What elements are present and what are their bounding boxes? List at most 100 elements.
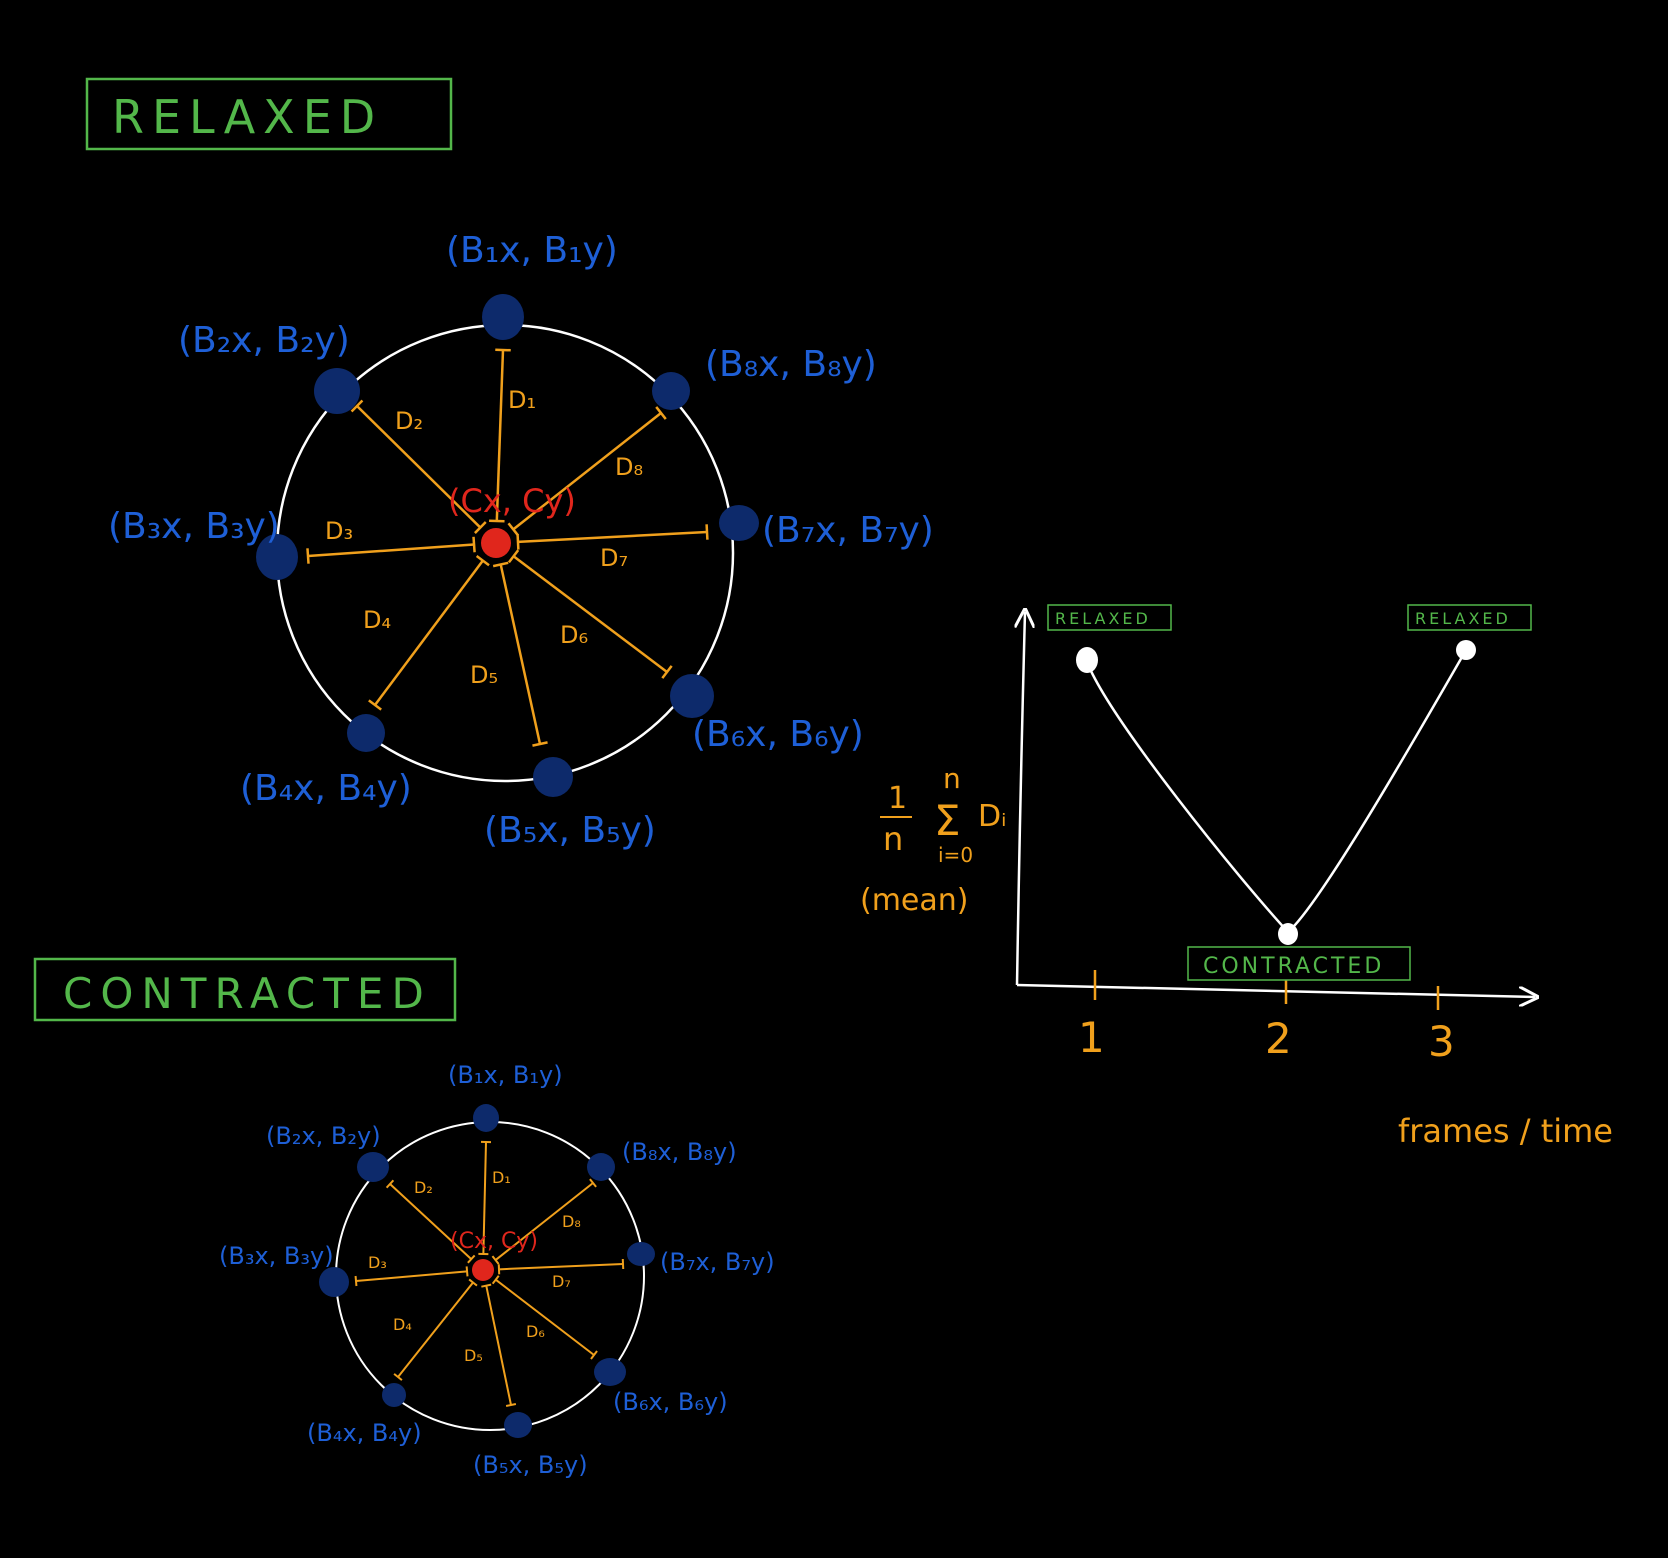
y-axis-formula: 1 n n Σ Dᵢ i=0 (mean) xyxy=(860,762,1006,918)
contracted-center-label: (Cx, Cy) xyxy=(450,1229,538,1254)
contracted-distance-cap-4-outer xyxy=(393,1373,403,1381)
relaxed-bead-3 xyxy=(256,534,298,580)
x-axis xyxy=(1016,983,1535,997)
relaxed-bead-label-2: (B₂x, B₂y) xyxy=(178,320,350,361)
relaxed-bead-label-6: (B₆x, B₆y) xyxy=(692,714,864,755)
mean-distance-curve xyxy=(1085,649,1468,934)
relaxed-bead-2 xyxy=(314,368,360,414)
relaxed-bead-6 xyxy=(670,674,714,718)
contracted-distance-cap-3-outer xyxy=(354,1275,358,1287)
relaxed-center-label: (Cx, Cy) xyxy=(448,482,576,520)
contracted-distance-label-4: D₄ xyxy=(393,1315,412,1334)
contracted-distance-cap-2-outer xyxy=(385,1179,395,1189)
point-2-label: CONTRACTED xyxy=(1203,954,1384,979)
relaxed-distance-cap-1-inner xyxy=(489,519,505,523)
mean-distance-graph: 1 2 3 frames / time RELAXED CONTRACTED R… xyxy=(860,604,1613,1150)
relaxed-bead-1 xyxy=(482,294,524,340)
relaxed-distance-cap-1-outer xyxy=(495,348,511,352)
relaxed-distance-cap-7-inner xyxy=(516,534,520,550)
contracted-bead-7 xyxy=(627,1242,655,1266)
contracted-distance-line-6 xyxy=(495,1278,595,1356)
contracted-distance-line-4 xyxy=(397,1281,474,1378)
relaxed-distance-label-3: D₃ xyxy=(325,517,353,545)
contracted-bead-label-2: (B₂x, B₂y) xyxy=(266,1122,381,1150)
contracted-distance-line-3 xyxy=(355,1270,468,1282)
contracted-distance-cap-5-outer xyxy=(505,1403,517,1407)
contracted-distance-cap-5-inner xyxy=(481,1283,492,1288)
relaxed-bead-label-7: (B₇x, B₇y) xyxy=(762,510,934,551)
relaxed-distance-cap-7-outer xyxy=(705,524,709,540)
formula-frac-den: n xyxy=(883,820,903,858)
relaxed-bead-label-4: (B₄x, B₄y) xyxy=(240,768,412,809)
contracted-bead-label-6: (B₆x, B₆y) xyxy=(613,1388,728,1416)
y-axis-note: (mean) xyxy=(860,883,969,918)
contracted-bead-label-7: (B₇x, B₇y) xyxy=(660,1248,775,1276)
contracted-bead-label-1: (B₁x, B₁y) xyxy=(448,1061,563,1089)
formula-sum-top: n xyxy=(943,762,961,795)
relaxed-bead-label-3: (B₃x, B₃y) xyxy=(108,506,280,547)
relaxed-distance-cap-5-outer xyxy=(532,741,548,747)
relaxed-distance-label-7: D₇ xyxy=(600,544,628,572)
relaxed-distance-line-3 xyxy=(307,543,475,558)
relaxed-bead-4 xyxy=(347,714,385,752)
contracted-distance-label-5: D₅ xyxy=(464,1346,483,1365)
relaxed-bead-8 xyxy=(652,372,690,410)
contracted-center-point xyxy=(472,1259,494,1281)
relaxed-bead-label-5: (B₅x, B₅y) xyxy=(484,810,656,851)
contracted-distance-line-5 xyxy=(485,1285,512,1406)
formula-sum-symbol: Σ xyxy=(934,796,961,845)
x-tick-label-1: 1 xyxy=(1078,1013,1105,1062)
point-3-label-box xyxy=(1407,604,1532,631)
relaxed-distance-line-1 xyxy=(495,349,505,522)
data-point-3 xyxy=(1456,640,1476,660)
y-axis xyxy=(1017,612,1025,986)
formula-term: Dᵢ xyxy=(978,799,1006,834)
relaxed-distance-cap-8-outer xyxy=(655,406,667,420)
relaxed-bead-7 xyxy=(719,505,759,541)
contracted-bead-1 xyxy=(473,1104,499,1132)
contracted-bead-label-4: (B₄x, B₄y) xyxy=(307,1419,422,1447)
relaxed-distance-line-7 xyxy=(517,530,708,544)
point-2-label-box xyxy=(1187,946,1411,981)
contracted-distance-label-7: D₇ xyxy=(552,1272,571,1291)
contracted-distance-label-3: D₃ xyxy=(368,1253,387,1272)
contracted-distance-cap-6-outer xyxy=(590,1350,598,1360)
contracted-distance-label-1: D₁ xyxy=(492,1168,511,1187)
contracted-distance-lines xyxy=(354,1140,625,1407)
contracted-distance-line-2 xyxy=(389,1183,472,1260)
relaxed-distance-line-5 xyxy=(499,564,542,745)
relaxed-distance-line-4 xyxy=(373,559,484,706)
formula-sum-bottom: i=0 xyxy=(938,843,973,867)
contracted-bead-labels: (B₁x, B₁y) (B₂x, B₂y) (B₃x, B₃y) (B₄x, B₄y)… xyxy=(219,1061,775,1479)
contracted-distance-label-2: D₂ xyxy=(414,1178,433,1197)
contracted-distance-label-8: D₈ xyxy=(562,1212,581,1231)
point-1-label-box xyxy=(1047,604,1172,631)
contracted-bead-label-3: (B₃x, B₃y) xyxy=(219,1242,334,1270)
point-1-label: RELAXED xyxy=(1055,609,1151,628)
contracted-distance-cap-8-outer xyxy=(589,1178,597,1188)
contracted-bead-3 xyxy=(319,1267,349,1297)
relaxed-distance-cap-5-inner xyxy=(492,561,509,568)
contracted-distance-label-6: D₆ xyxy=(526,1322,545,1341)
relaxed-distance-cap-4-outer xyxy=(368,699,382,711)
relaxed-distance-label-8: D₈ xyxy=(615,453,643,481)
relaxed-distance-label-5: D₅ xyxy=(470,661,498,689)
relaxed-beads xyxy=(256,294,759,797)
point-3-label: RELAXED xyxy=(1415,609,1511,628)
relaxed-distance-line-8 xyxy=(512,412,662,531)
relaxed-title: RELAXED xyxy=(112,90,383,144)
relaxed-bead-label-8: (B₈x, B₈y) xyxy=(705,344,877,385)
relaxed-distance-label-6: D₆ xyxy=(560,621,588,649)
contracted-distance-line-1 xyxy=(482,1141,487,1255)
contracted-distance-line-8 xyxy=(494,1182,594,1261)
contracted-title: CONTRACTED xyxy=(63,969,432,1018)
relaxed-distance-cap-6-outer xyxy=(661,665,673,679)
contracted-title-box xyxy=(33,957,457,1022)
relaxed-distance-lines xyxy=(306,348,709,747)
relaxed-distance-cap-2-outer xyxy=(350,399,364,413)
relaxed-title-box xyxy=(85,77,453,151)
relaxed-bead-5 xyxy=(533,757,573,797)
contracted-distance-cap-8-inner xyxy=(491,1255,500,1265)
contracted-section: CONTRACTED (Cx, Cy) (B₁x, B₁y) (B₂x, B₂y)… xyxy=(33,957,775,1479)
